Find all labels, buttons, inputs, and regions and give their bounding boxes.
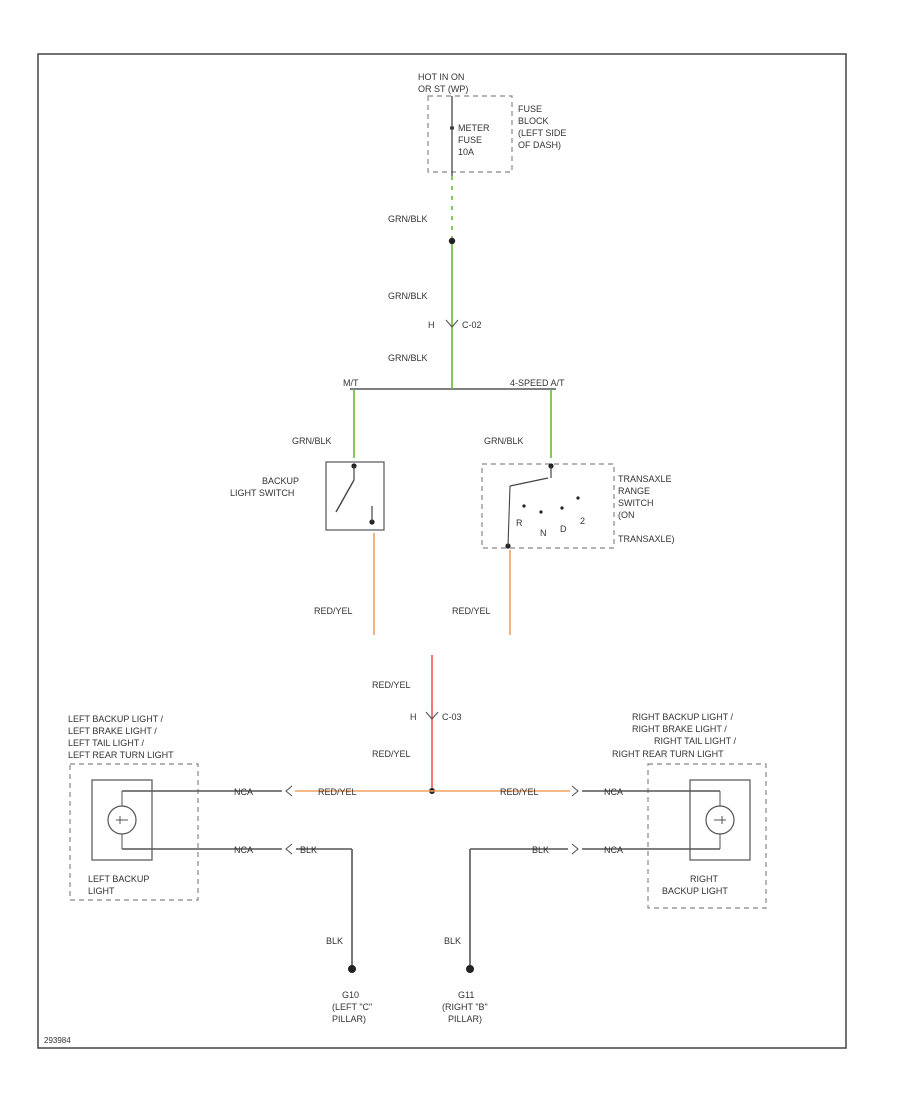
left-lamp-housing: [91, 779, 153, 861]
wire-label-blk-1: BLK: [300, 845, 317, 855]
left-light-header-3: LEFT TAIL LIGHT /: [68, 738, 145, 748]
left-lamp-filament-icon: [116, 816, 128, 824]
ground-left-label-2: (LEFT "C": [332, 1002, 372, 1012]
wire-label-red-yel-at: RED/YEL: [452, 606, 491, 616]
fuse-block-outline: [427, 95, 513, 173]
ground-right-label-3: PILLAR): [448, 1014, 482, 1024]
trans-switch-label-4: (ON: [618, 510, 635, 520]
connector-c2-marker: H: [410, 712, 417, 722]
ground-right-label-2: (RIGHT "B": [442, 1002, 488, 1012]
wire-label-nca-4: NCA: [604, 845, 623, 855]
fuse-block-label-2: BLOCK: [518, 116, 549, 126]
splice-top: [448, 237, 456, 245]
wire-label-grn-blk-mt: GRN/BLK: [292, 436, 332, 446]
wire-label-blk-3: BLK: [326, 936, 343, 946]
trans-switch-pos-r-contact: [522, 504, 526, 508]
left-connector-bottom: [285, 843, 293, 855]
trans-switch-output: [507, 485, 511, 547]
wire-label-nca-2: NCA: [234, 845, 253, 855]
transaxle-switch-box: [481, 463, 615, 549]
trans-switch-label-3: SWITCH: [618, 498, 654, 508]
trans-switch-label-2: RANGE: [618, 486, 650, 496]
fuse-label-2: FUSE: [458, 135, 482, 145]
wire-label-red-yel-mt: RED/YEL: [314, 606, 353, 616]
trans-switch-pos-r: R: [516, 518, 523, 528]
wire-label-grn-blk-1: GRN/BLK: [388, 214, 428, 224]
trans-switch-label-1: TRANSAXLE: [618, 474, 672, 484]
fuse-block-label-4: OF DASH): [518, 140, 561, 150]
trans-switch-pos-2-contact: [576, 496, 580, 500]
right-light-outline: [647, 763, 767, 909]
right-light-header-2: RIGHT BRAKE LIGHT /: [632, 724, 727, 734]
fuse-block-label-1: FUSE: [518, 104, 542, 114]
diagram-border: [37, 53, 847, 1049]
power-source-line-1: HOT IN ON: [418, 72, 464, 82]
trans-switch-pos-d-contact: [560, 506, 564, 510]
trans-switch-pos-n-contact: [539, 510, 543, 514]
branch-label-mt: M/T: [343, 378, 359, 388]
left-connector-top: [285, 785, 293, 797]
branch-label-at: 4-SPEED A/T: [510, 378, 565, 388]
trans-switch-label-5: TRANSAXLE): [618, 534, 675, 544]
trans-switch-pos-d: D: [560, 524, 567, 534]
wire-label-blk-2: BLK: [532, 845, 549, 855]
backup-switch-blade: [335, 479, 355, 513]
connector-c2-label: C-03: [442, 712, 462, 722]
backup-switch-label-2: LIGHT SWITCH: [230, 488, 294, 498]
right-connector-top: [571, 785, 579, 797]
fuse-block-label-3: (LEFT SIDE: [518, 128, 566, 138]
wire-label-nca-1: NCA: [234, 787, 253, 797]
right-light-name-1: RIGHT: [690, 874, 719, 884]
fuse-label-3: 10A: [458, 147, 474, 157]
left-light-header-4: LEFT REAR TURN LIGHT: [68, 750, 174, 760]
right-light-name-2: BACKUP LIGHT: [662, 886, 728, 896]
wire-label-red-yel-c2: RED/YEL: [372, 749, 411, 759]
right-lamp-filament-icon: [714, 816, 726, 824]
connector-c1-marker: H: [428, 320, 435, 330]
wire-label-blk-4: BLK: [444, 936, 461, 946]
wire-label-red-yel-left: RED/YEL: [318, 787, 357, 797]
left-light-outline: [69, 763, 199, 901]
wire-label-grn-blk-at: GRN/BLK: [484, 436, 524, 446]
left-light-name-2: LIGHT: [88, 886, 115, 896]
right-lamp-housing: [689, 779, 751, 861]
ground-left-label-3: PILLAR): [332, 1014, 366, 1024]
left-light-header-1: LEFT BACKUP LIGHT /: [68, 714, 164, 724]
diagram-code: 293984: [44, 1036, 71, 1045]
wire-label-red-yel-c1: RED/YEL: [372, 680, 411, 690]
ground-left-label-1: G10: [342, 990, 359, 1000]
trans-switch-pos-2: 2: [580, 516, 585, 526]
ground-right-icon: [466, 965, 474, 973]
connector-c1-symbol: [445, 319, 459, 328]
fuse-label-1: METER: [458, 123, 490, 133]
backup-switch-label-1: BACKUP: [262, 476, 299, 486]
trans-switch-pos-n: N: [540, 528, 547, 538]
wire-label-red-yel-right: RED/YEL: [500, 787, 539, 797]
connector-c1-label: C-02: [462, 320, 482, 330]
connector-c2-symbol: [425, 711, 439, 720]
wire-label-nca-3: NCA: [604, 787, 623, 797]
wire-label-grn-blk-2: GRN/BLK: [388, 291, 428, 301]
right-light-header-4: RIGHT REAR TURN LIGHT: [612, 749, 724, 759]
right-light-header-3: RIGHT TAIL LIGHT /: [654, 736, 737, 746]
left-light-name-1: LEFT BACKUP: [88, 874, 149, 884]
ground-right-label-1: G11: [458, 990, 474, 1000]
backup-light-switch-box: [325, 461, 385, 531]
right-light-header-1: RIGHT BACKUP LIGHT /: [632, 712, 734, 722]
wire-label-grn-blk-3: GRN/BLK: [388, 353, 428, 363]
power-source-line-2: OR ST (WP): [418, 84, 468, 94]
right-connector-bottom: [571, 843, 579, 855]
trans-switch-wiper: [509, 477, 549, 487]
left-light-header-2: LEFT BRAKE LIGHT /: [68, 726, 157, 736]
ground-left-icon: [348, 965, 356, 973]
